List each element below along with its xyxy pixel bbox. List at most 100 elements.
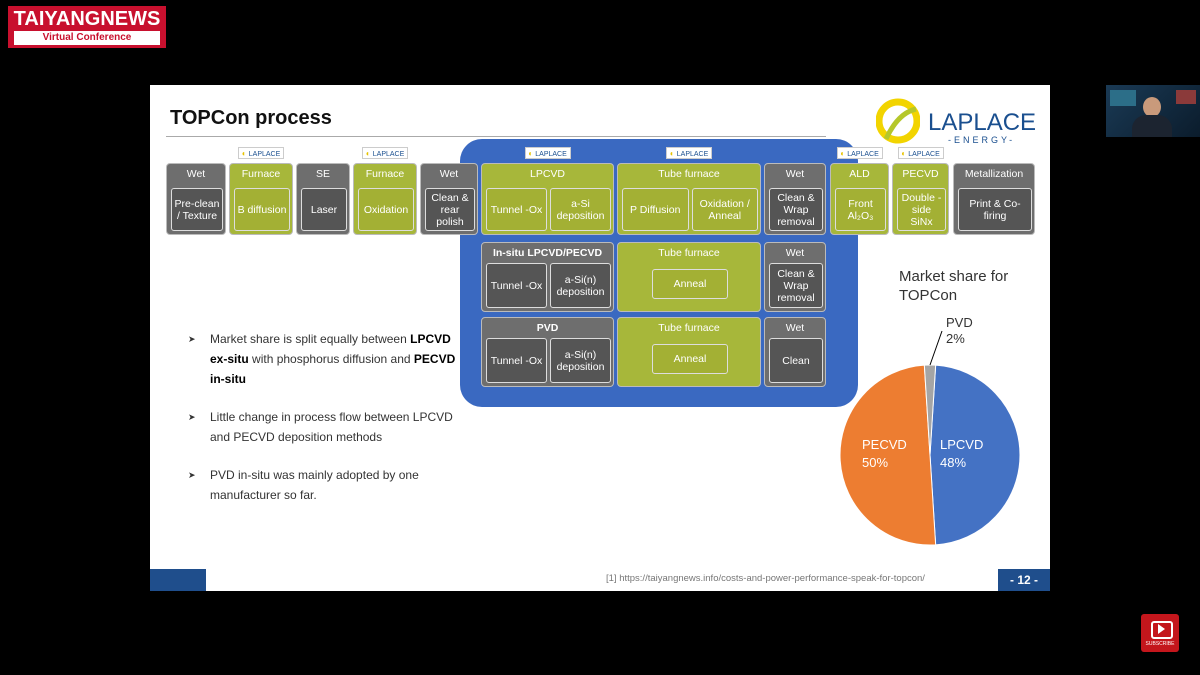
process-step-header: Furnace xyxy=(241,168,281,180)
process-step-header: PECVD xyxy=(902,168,939,180)
laplace-sub: -ENERGY- xyxy=(948,135,1016,145)
laplace-sun-icon: ◐ xyxy=(241,149,249,158)
market-share-title: Market share for TOPCon xyxy=(899,268,1009,304)
process-step-header: Furnace xyxy=(365,168,405,180)
process-step-header: In-situ LPCVD/PECVD xyxy=(492,247,603,259)
process-step-header: Wet xyxy=(785,247,805,259)
process-step-body: Print & Co-firing xyxy=(958,188,1032,231)
process-step-body: Tunnel -Ox xyxy=(486,338,547,383)
laplace-sun-icon xyxy=(876,98,920,144)
pie-value-pecvd: 50% xyxy=(862,455,888,470)
process-step-body: a-Si(n) deposition xyxy=(550,263,611,308)
pie-value-lpcvd: 48% xyxy=(940,455,966,470)
laplace-tag: ◐ LAPLACE xyxy=(897,147,944,159)
pie-label-pecvd: PECVD xyxy=(862,437,907,452)
bullet-list: ➤ Market share is split equally between … xyxy=(188,329,458,523)
laplace-sun-icon: ◐ xyxy=(840,149,848,158)
pie-leader-line xyxy=(929,330,943,366)
process-step-body: Clean & Wrap removal xyxy=(769,188,823,231)
arrow-bullet-icon: ➤ xyxy=(188,412,196,422)
laplace-tag: ◐ LAPLACE xyxy=(666,147,712,159)
process-step-header: Wet xyxy=(439,168,459,180)
brand-subtitle: Virtual Conference xyxy=(14,31,160,45)
laplace-sun-icon: ◐ xyxy=(528,149,536,158)
process-step-body: Clean xyxy=(769,338,823,383)
process-step: SE Laser xyxy=(296,163,350,235)
process-step-header: Metallization xyxy=(964,168,1024,180)
process-step-body: Tunnel -Ox xyxy=(486,188,547,231)
process-step-body: Clean & Wrap removal xyxy=(769,263,823,308)
process-step-header: PVD xyxy=(536,322,559,334)
process-step-header: Tube furnace xyxy=(658,247,720,259)
process-step-body: a-Si(n) deposition xyxy=(550,338,611,383)
process-step-header: SE xyxy=(315,168,330,180)
laplace-wordmark: LAPLACE xyxy=(928,109,1037,136)
laplace-tag: ◐ LAPLACE xyxy=(238,147,284,159)
pie-label-pvd: PVD xyxy=(946,315,973,330)
process-step-header: LPCVD xyxy=(529,168,565,180)
pie-slice-lpcvd xyxy=(929,364,1021,546)
process-step-body: Front Al₂O₃ xyxy=(835,188,886,231)
laplace-logo: LAPLACE -ENERGY- xyxy=(876,95,1046,151)
process-step-body: B diffusion xyxy=(234,188,290,231)
process-step-body: Laser xyxy=(301,188,347,231)
process-step-body: a-Si deposition xyxy=(550,188,611,231)
laplace-sun-icon: ◐ xyxy=(669,149,677,158)
process-step: PECVD Double -side SiNx xyxy=(892,163,949,235)
process-step-body: Double -side SiNx xyxy=(897,188,946,231)
process-step-body: P Diffusion xyxy=(622,188,689,231)
footer-accent-bar xyxy=(150,569,206,591)
bullet-item: ➤ PVD in-situ was mainly adopted by one … xyxy=(188,465,458,505)
process-step-header: Tube furnace xyxy=(658,168,720,180)
process-step-body: Pre-clean / Texture xyxy=(171,188,223,231)
pie-value-pvd: 2% xyxy=(946,331,965,346)
process-step-body: Oxidation / Anneal xyxy=(691,188,758,231)
arrow-bullet-icon: ➤ xyxy=(188,334,196,344)
youtube-subscribe-button[interactable]: SUBSCRIBE xyxy=(1141,614,1179,652)
process-step-header: Wet xyxy=(785,322,805,334)
laplace-sun-icon: ◐ xyxy=(365,149,373,158)
process-step-header: Tube furnace xyxy=(658,322,720,334)
process-step-header: Wet xyxy=(186,168,206,180)
arrow-bullet-icon: ➤ xyxy=(188,470,196,480)
process-step: Furnace B diffusion xyxy=(229,163,293,235)
slide-page-number: - 12 - xyxy=(998,569,1050,591)
laplace-tag: ◐ LAPLACE xyxy=(836,147,883,159)
laplace-sun-icon: ◐ xyxy=(901,149,909,158)
speaker-webcam xyxy=(1106,85,1200,137)
bullet-item: ➤ Market share is split equally between … xyxy=(188,329,458,389)
brand-name: TAIYANGNEWS xyxy=(13,8,161,30)
process-step-body: Anneal xyxy=(652,269,728,299)
process-step-body: Clean & rear polish xyxy=(425,188,475,231)
bullet-item: ➤ Little change in process flow between … xyxy=(188,407,458,447)
process-step-header: Wet xyxy=(785,168,805,180)
slide-title: TOPCon process xyxy=(170,107,332,129)
laplace-tag: ◐ LAPLACE xyxy=(524,147,571,159)
footer-reference-link[interactable]: [1] https://taiyangnews.info/costs-and-p… xyxy=(606,573,925,584)
youtube-icon xyxy=(1151,621,1173,639)
title-divider xyxy=(166,136,826,137)
laplace-tag: ◐ LAPLACE xyxy=(362,147,408,159)
process-step-header: ALD xyxy=(849,168,870,180)
taiyangnews-logo: TAIYANGNEWS Virtual Conference xyxy=(8,6,166,48)
process-step-body: Tunnel -Ox xyxy=(486,263,547,308)
process-step: ALD Front Al₂O₃ xyxy=(830,163,889,235)
pie-slice-pecvd xyxy=(839,364,937,546)
process-step-body: Oxidation xyxy=(358,188,414,231)
pie-slice-pvd xyxy=(923,364,937,456)
